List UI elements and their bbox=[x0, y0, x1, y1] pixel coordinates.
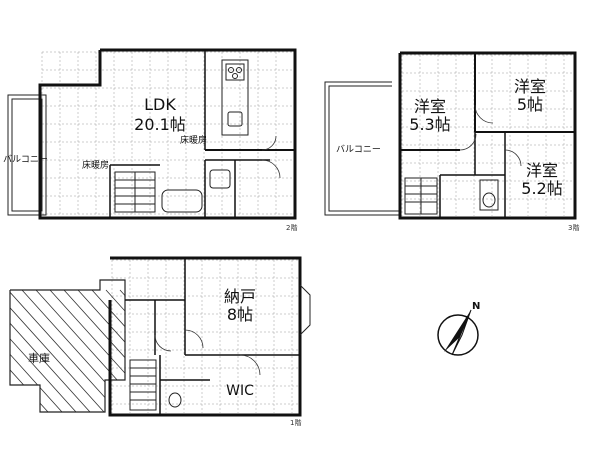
floor-1-bay bbox=[299, 284, 311, 336]
floor-1-outer-wall bbox=[108, 256, 302, 417]
floor-1-stairs bbox=[129, 359, 157, 411]
floor-3-plan: 洋室 5.3帖 洋室 5帖 洋室 5.2帖 バルコニー 3階 bbox=[324, 51, 579, 232]
floor-2-label: 2階 bbox=[286, 223, 297, 232]
floor-1-label: 1階 bbox=[290, 418, 301, 427]
floor-1-grid bbox=[111, 259, 298, 413]
hatch-line bbox=[119, 289, 125, 412]
western-room-2-size: 5帖 bbox=[517, 95, 543, 114]
floor-3-grid bbox=[401, 54, 573, 216]
floor-3-door bbox=[474, 104, 494, 124]
storage-room-name: 納戸 bbox=[224, 287, 256, 306]
floor-3-door bbox=[459, 133, 477, 151]
hatch-line bbox=[21, 289, 125, 412]
garage-hatch bbox=[10, 289, 125, 412]
wic-label: WIC bbox=[226, 383, 254, 399]
storage-room-size: 8帖 bbox=[227, 305, 253, 324]
hatch-line bbox=[63, 289, 125, 412]
floor-2-door bbox=[261, 159, 281, 179]
hatch-line bbox=[10, 289, 63, 412]
hatch-line bbox=[10, 289, 77, 412]
floor-2-burner bbox=[236, 67, 242, 73]
floor-2-balcony-outline bbox=[7, 94, 47, 216]
floor-2-outer-wall bbox=[38, 48, 297, 220]
ldk-room-size: 20.1帖 bbox=[134, 115, 186, 134]
hatch-line bbox=[10, 289, 119, 412]
hatch-line bbox=[77, 289, 125, 412]
floor-1-plan: 納戸 8帖 車庫 WIC 1階 bbox=[9, 256, 311, 427]
floor-2-wash-basin bbox=[209, 169, 231, 189]
garage-outline bbox=[9, 279, 126, 413]
floor-3-outer-wall bbox=[398, 51, 577, 220]
compass-south-needle bbox=[451, 309, 472, 356]
floor-heating-label: 床暖房 bbox=[180, 134, 207, 146]
floor-2-burner bbox=[228, 67, 234, 73]
compass-north-label: N bbox=[472, 301, 480, 312]
ldk-room-name: LDK bbox=[144, 95, 176, 114]
floor-2-cooktop bbox=[225, 63, 245, 81]
floor-2-stairs bbox=[114, 171, 156, 213]
floor-3-balcony-outline bbox=[324, 81, 400, 216]
garage-label: 車庫 bbox=[28, 351, 50, 365]
floor-2-burner bbox=[232, 73, 238, 79]
floor-2-bathtub bbox=[161, 189, 203, 213]
floor-1-door bbox=[154, 334, 172, 352]
floor-3-toilet bbox=[479, 179, 499, 211]
western-room-3-size: 5.2帖 bbox=[521, 179, 562, 198]
floor-3-door bbox=[504, 149, 522, 167]
compass-circle bbox=[437, 314, 479, 356]
hatch-line bbox=[10, 289, 91, 412]
western-room-3-name: 洋室 bbox=[526, 161, 558, 180]
floor-1-door bbox=[184, 329, 204, 349]
floor-2-balcony-inner bbox=[11, 98, 43, 212]
floor-1-toilet-bowl bbox=[168, 392, 182, 408]
floor-heating-label: 床暖房 bbox=[82, 159, 109, 171]
floor-2-grid bbox=[41, 51, 293, 216]
floor-2-door bbox=[261, 135, 277, 151]
compass-north-needle bbox=[444, 310, 471, 352]
floor-2-plan: LDK 20.1帖 バルコニー 床暖房 床暖房 2階 bbox=[3, 48, 297, 232]
floor-3-stairs bbox=[404, 177, 438, 215]
hatch-line bbox=[10, 289, 35, 412]
compass: N bbox=[437, 301, 480, 356]
floor-3-toilet-bowl bbox=[482, 192, 496, 208]
floor-3-balcony-inner bbox=[328, 85, 400, 212]
western-room-1-name: 洋室 bbox=[414, 97, 446, 116]
western-room-1-size: 5.3帖 bbox=[409, 115, 450, 134]
floor-3-label: 3階 bbox=[568, 223, 579, 232]
floor-2-kitchen-counter bbox=[221, 59, 249, 136]
floor-2-sink bbox=[227, 111, 243, 127]
hatch-line bbox=[105, 289, 125, 412]
floor-1-door bbox=[239, 354, 261, 376]
floor-2-balcony-label: バルコニー bbox=[3, 154, 48, 165]
hatch-line bbox=[49, 289, 125, 412]
hatch-line bbox=[10, 289, 105, 412]
hatch-line bbox=[35, 289, 125, 412]
western-room-2-name: 洋室 bbox=[514, 77, 546, 96]
floor-3-balcony-label: バルコニー bbox=[336, 144, 381, 155]
